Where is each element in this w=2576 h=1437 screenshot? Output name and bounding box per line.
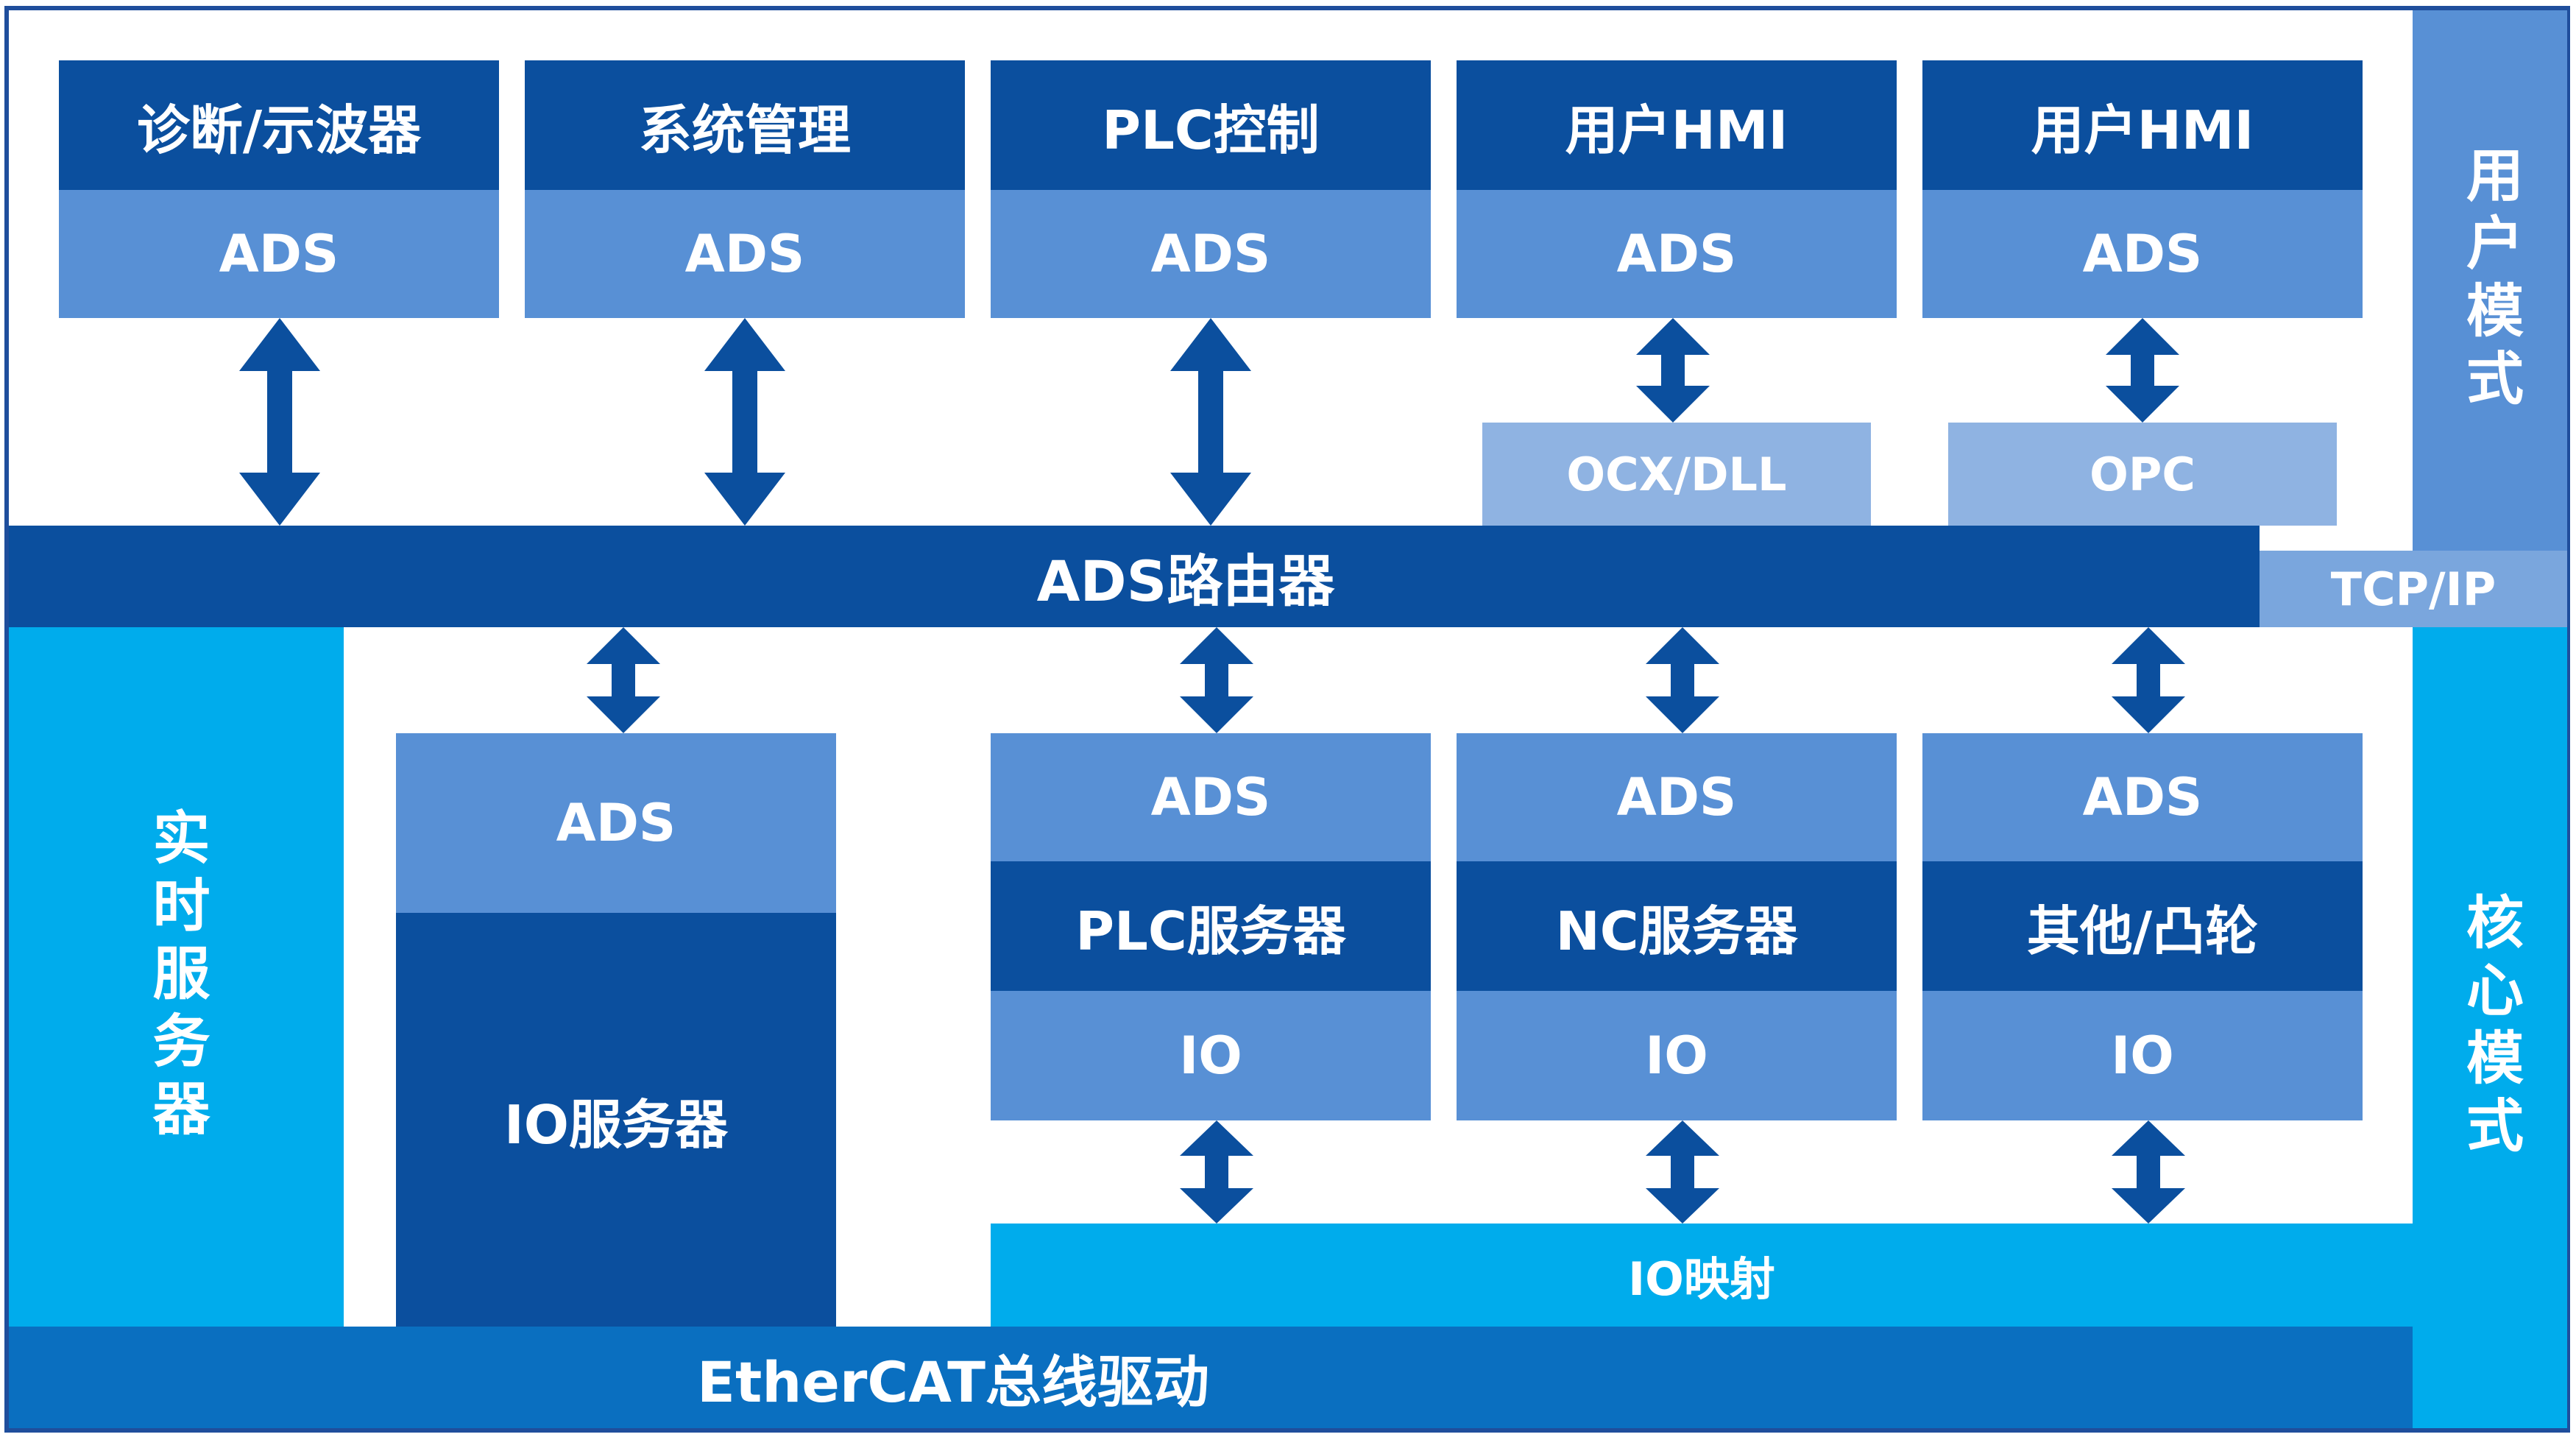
- ocx-dll-block: OCX/DLL: [1482, 423, 1871, 526]
- app-ads: ADS: [1922, 190, 2363, 318]
- tcpip-block: TCP/IP: [2260, 551, 2567, 627]
- server-ads: ADS: [991, 733, 1431, 861]
- ethercat-label: EtherCAT总线驱动: [697, 1349, 1209, 1415]
- user-mode-label: 用户模式: [2457, 145, 2523, 416]
- app-title: 系统管理: [525, 60, 965, 190]
- io-server-name: IO服务器: [396, 913, 836, 1327]
- user-mode-panel: 用户模式: [2413, 10, 2567, 551]
- arrow-system-management-router: [704, 318, 785, 526]
- ethercat-bus: EtherCAT总线驱动: [9, 1327, 2413, 1428]
- server-io: IO: [991, 991, 1431, 1120]
- arrow-diagnostics-router: [239, 318, 320, 526]
- tcpip-label: TCP/IP: [2330, 562, 2497, 616]
- arrow-router-io-server: [587, 627, 660, 733]
- arrow-router-plc-server: [1180, 627, 1253, 733]
- opc-block: OPC: [1948, 423, 2337, 526]
- server-ads: ADS: [1457, 733, 1897, 861]
- arrow-hmi1-ocx: [1636, 318, 1710, 423]
- realtime-server-panel: 实时服务器: [9, 627, 344, 1327]
- arrow-other-io-mapping: [2112, 1120, 2185, 1224]
- app-title: 用户HMI: [1922, 60, 2363, 190]
- app-ads: ADS: [1457, 190, 1897, 318]
- arrow-nc-io-mapping: [1646, 1120, 1719, 1224]
- server-name: 其他/凸轮: [1922, 861, 2363, 991]
- server-io: IO: [1922, 991, 2363, 1120]
- arrow-plc-io-mapping: [1180, 1120, 1253, 1224]
- arrow-hmi2-opc: [2106, 318, 2179, 423]
- ads-router-label: ADS路由器: [1036, 548, 1335, 614]
- app-title: 诊断/示波器: [59, 60, 499, 190]
- server-io: IO: [1457, 991, 1897, 1120]
- app-title: 用户HMI: [1457, 60, 1897, 190]
- realtime-server-label: 实时服务器: [143, 808, 210, 1146]
- server-name: PLC服务器: [991, 861, 1431, 991]
- io-mapping-block: IO映射: [991, 1224, 2413, 1327]
- io-server-ads: ADS: [396, 733, 836, 913]
- kernel-mode-panel: 核心模式: [2413, 627, 2567, 1428]
- arrow-router-other-server: [2112, 627, 2185, 733]
- app-ads: ADS: [59, 190, 499, 318]
- outer-frame: [4, 6, 2570, 1433]
- ads-router-bus: ADS路由器: [9, 526, 2260, 627]
- server-ads: ADS: [1922, 733, 2363, 861]
- app-ads: ADS: [991, 190, 1431, 318]
- kernel-mode-label: 核心模式: [2457, 892, 2523, 1163]
- server-name: NC服务器: [1457, 861, 1897, 991]
- arrow-router-nc-server: [1646, 627, 1719, 733]
- arrow-plc-control-router: [1170, 318, 1251, 526]
- app-ads: ADS: [525, 190, 965, 318]
- app-title: PLC控制: [991, 60, 1431, 190]
